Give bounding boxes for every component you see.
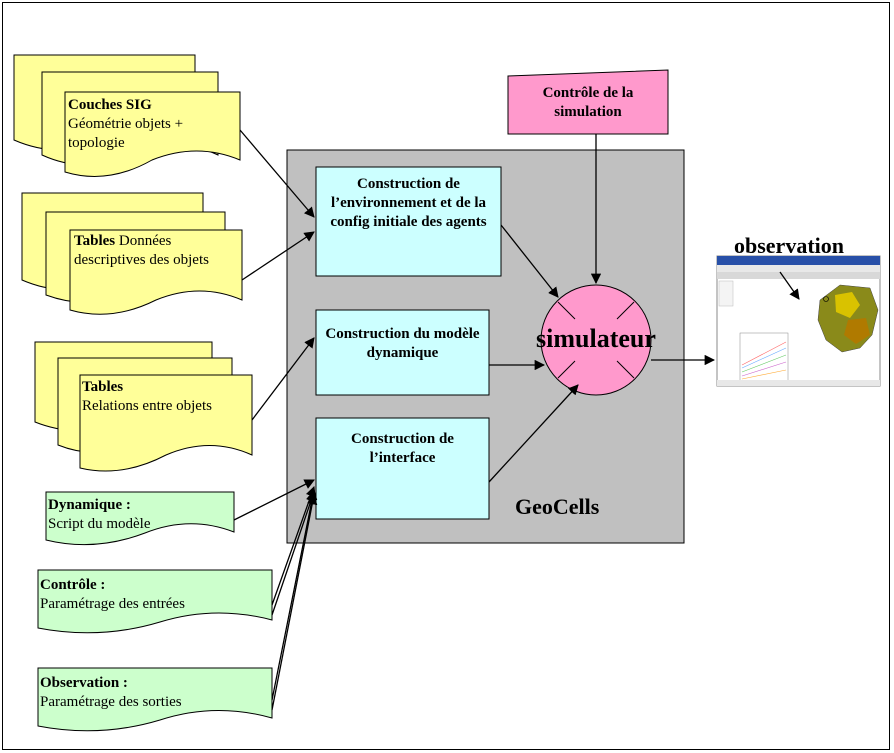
doc-observation-body: Paramétrage des sorties: [40, 694, 182, 710]
arrow-tables-relations: [251, 337, 315, 421]
doc-stack-tables-relations: [34, 341, 253, 472]
doc-observation-title: Observation :: [40, 675, 128, 691]
process-env-label: Construction de l’environnement et de la…: [330, 176, 487, 230]
arrow-int-to-sim: [488, 384, 579, 483]
doc-dynamique-body: Script du modèle: [48, 516, 151, 532]
doc-controle: [37, 569, 273, 634]
doc-tables-relations-title: Tables: [82, 379, 124, 395]
arrow-controle-2: [271, 491, 316, 616]
doc-observation: [37, 667, 273, 732]
process-box-int: [315, 417, 490, 520]
doc-observation-text: Observation : Paramétrage des sorties: [40, 674, 272, 712]
controle-simulation-shape: [507, 69, 669, 135]
controle-simulation-label: Contrôle de la simulation: [542, 85, 634, 120]
process-dyn-label: Construction du modèle dynamique: [325, 326, 480, 361]
arrow-observation-2: [271, 493, 318, 711]
arrow-controle-1: [271, 486, 316, 606]
geocells-label: GeoCells: [515, 494, 600, 519]
doc-tables-relations-body: Relations entre objets: [82, 398, 212, 414]
doc-controle-body: Paramétrage des entrées: [40, 596, 185, 612]
process-box-dyn: [315, 309, 490, 396]
process-box-env: [315, 166, 502, 277]
doc-stack-tables-donnees: [21, 192, 243, 315]
observation-screenshot: [716, 255, 881, 387]
doc-dynamique: [45, 491, 235, 546]
process-int-label: Construction de l’interface: [351, 431, 454, 466]
doc-stack-couches: [13, 54, 241, 177]
doc-controle-text: Contrôle : Paramétrage des entrées: [40, 576, 272, 614]
arrow-obs-pointer: [779, 271, 800, 300]
doc-couches-title: Couches SIG: [68, 97, 152, 113]
doc-couches-body: Géométrie objets + topologie: [68, 116, 184, 151]
simulateur-shape: [540, 284, 652, 396]
doc-couches-text: Couches SIG Géométrie objets + topologie: [68, 96, 240, 153]
doc-tables-donnees-text: Tables Données descriptives des objets: [74, 232, 242, 270]
doc-tables-donnees-title: Tables: [74, 233, 116, 249]
arrow-env-to-sim: [500, 224, 559, 298]
arrow-tables-donnees: [241, 231, 315, 281]
doc-tables-donnees-body: Données descriptives des objets: [74, 233, 209, 268]
simulateur-label: simulateur: [536, 324, 656, 353]
arrow-dynamique: [233, 479, 315, 521]
doc-controle-title: Contrôle :: [40, 577, 106, 593]
doc-dynamique-title: Dynamique :: [48, 497, 131, 513]
arrow-observation-1: [271, 488, 318, 701]
arrow-couches: [239, 129, 315, 218]
doc-dynamique-text: Dynamique : Script du modèle: [48, 496, 234, 534]
doc-tables-relations-text: Tables Relations entre objets: [82, 378, 247, 416]
observation-label: observation: [734, 233, 844, 258]
